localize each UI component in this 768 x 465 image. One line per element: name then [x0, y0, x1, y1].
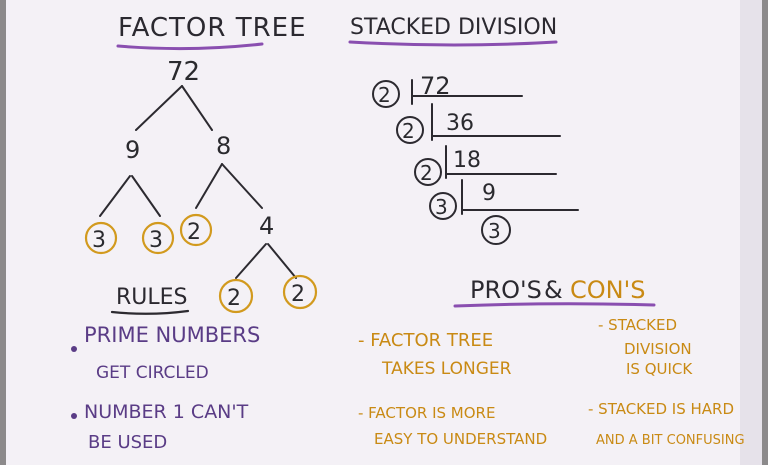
pro-2-line2: EASY TO UNDERSTAND: [374, 430, 547, 448]
branch-4-left: [235, 243, 267, 279]
cons-title: CON'S: [570, 276, 645, 304]
branch-4-right: [267, 243, 297, 279]
divisor-2: 2: [402, 119, 415, 143]
tree-leaf-2a: 2: [187, 220, 201, 245]
stacked-division-title: STACKED DIVISION: [350, 15, 557, 40]
branch-root-right: [181, 85, 213, 131]
rule-2-line1: NUMBER 1 CAN'T: [84, 401, 249, 423]
dividend-1: 72: [420, 72, 451, 100]
rule-1-line2: GET CIRCLED: [96, 363, 209, 383]
prime-circle-2b: [218, 278, 254, 314]
branch-9-left: [99, 175, 131, 217]
paper-sheet: [6, 0, 762, 465]
divisor-3: 2: [420, 161, 433, 185]
branch-8-right: [221, 163, 263, 209]
final-quotient: 3: [488, 219, 501, 243]
dividend-2: 36: [446, 111, 474, 136]
branch-9-right: [131, 175, 161, 217]
rules-title: RULES: [116, 285, 188, 310]
prime-circle-2c: [282, 274, 318, 310]
divisor-circle-3: [414, 158, 442, 186]
tree-leaf-3b: 3: [149, 228, 163, 253]
pros-title: PRO'S: [470, 276, 542, 304]
tree-node-8: 8: [216, 132, 231, 160]
pro-1-line1: - FACTOR TREE: [358, 330, 493, 351]
divisor-circle-4: [429, 192, 457, 220]
dividend-3: 18: [453, 148, 481, 173]
factor-tree-title: FACTOR TREE: [118, 13, 307, 43]
pro-2-line1: - FACTOR IS MORE: [358, 404, 495, 422]
prime-circle-2a: [179, 213, 213, 247]
pro-1-line2: TAKES LONGER: [381, 359, 512, 379]
tree-node-9: 9: [125, 136, 140, 164]
tree-leaf-2c: 2: [291, 282, 305, 307]
rule-bullet-2: [71, 413, 77, 419]
prime-circle-3b: [141, 221, 175, 255]
final-circle: [481, 215, 511, 245]
divisor-1: 2: [378, 83, 391, 107]
tree-root: 72: [167, 57, 200, 87]
dividend-4: 9: [482, 181, 496, 206]
con-2-line2: AND A BIT CONFUSING: [596, 433, 745, 448]
factor-tree-underline: [116, 42, 264, 51]
divisor-circle-2: [396, 116, 424, 144]
rules-underline: [110, 309, 190, 315]
con-2-line1: - STACKED IS HARD: [588, 400, 734, 418]
prime-circle-3a: [84, 221, 118, 255]
rule-1-line1: PRIME NUMBERS: [84, 323, 260, 347]
stacked-division-underline: [348, 40, 558, 47]
con-1-line1: - STACKED: [598, 316, 677, 334]
tree-leaf-2b: 2: [227, 286, 241, 311]
con-1-line3: IS QUICK: [626, 360, 693, 378]
rule-2-line2: BE USED: [88, 432, 167, 453]
rule-bullet-1: [71, 346, 77, 352]
con-1-line2: DIVISION: [624, 340, 692, 358]
pros-cons-amp: &: [544, 276, 563, 304]
branch-root-left: [135, 85, 183, 131]
divisor-circle-1: [372, 80, 400, 108]
pros-cons-underline: [453, 302, 656, 308]
tree-leaf-3a: 3: [92, 228, 106, 253]
divisor-4: 3: [435, 195, 448, 219]
branch-8-left: [195, 163, 223, 209]
tree-node-4: 4: [259, 212, 274, 240]
paper-shadow-edge: [740, 0, 762, 465]
